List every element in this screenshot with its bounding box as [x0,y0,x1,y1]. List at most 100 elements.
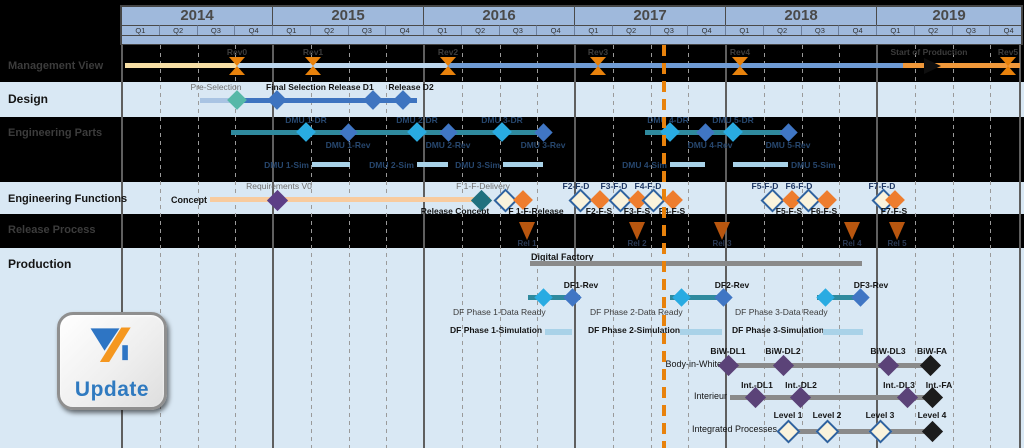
grid-line-quarter [801,45,803,448]
label-biw-dl2: BiW-DL2 [765,346,801,356]
label-rel-3: Rel 3 [712,239,732,248]
milestone-diamond [921,420,943,442]
quarter-cell: Q3 [952,25,991,35]
grid-line-quarter [952,45,954,448]
label-integrated-processes: Integrated Processes [691,424,777,434]
label-int-dl1: Int.-DL1 [741,380,773,390]
release-triangle-icon [889,222,905,240]
timeline-bar [780,429,938,434]
row-label-engineering-functions: Engineering Functions [8,193,128,205]
hourglass-milestone-icon [1000,57,1016,75]
update-logo-button[interactable]: Update [57,312,167,410]
sop-arrow-icon [924,58,941,74]
label-f7-f-d: F7-F-D [868,181,896,191]
milestone-diamond [867,418,893,444]
grid-line-quarter [612,45,614,448]
release-triangle-icon [519,222,535,240]
quarter-cell: Q1 [726,25,764,35]
label-f4-f-s: F4-F-S [658,206,686,216]
timeline-bar [670,295,730,300]
row-band-design [0,82,1024,117]
grid-line-quarter [348,45,350,448]
label-dmu-3-sim: DMU 3-Sim [455,160,500,170]
timeline-bar [545,329,572,335]
label-dmu-1-sim: DMU 1-Sim [264,160,309,170]
label-int-dl2: Int.-DL2 [785,380,817,390]
milestone-diamond [815,287,835,307]
quarter-cell: Q2 [612,25,651,35]
label-start-of-production: Start of Production [890,47,968,57]
header-bottom-strip [121,35,1022,45]
release-triangle-icon [714,222,730,240]
label-dmu-1-rev: DMU 1-Rev [325,140,371,150]
quarter-cell: Q4 [990,25,1022,35]
quarter-cell: Q1 [575,25,613,35]
quarter-cell: Q3 [197,25,236,35]
grid-line-quarter [159,45,161,448]
grid-line-quarter [914,45,916,448]
row-label-management-view: Management View [8,60,104,72]
quarter-cell: Q3 [348,25,387,35]
quarter-cell: Q1 [273,25,311,35]
timeline-bar [503,162,543,167]
release-triangle-icon [844,222,860,240]
today-marker-line [662,45,666,448]
timeline-bar [312,162,350,167]
quarter-cell: Q1 [424,25,462,35]
label-rev1: Rev1 [302,47,324,57]
label-dmu-5-rev: DMU 5-Rev [765,140,811,150]
label-f6-f-d: F6-F-D [785,181,813,191]
quarter-cell: Q4 [537,25,575,35]
label-f3-f-d: F3-F-D [600,181,628,191]
quarter-cell: Q4 [839,25,877,35]
update-logo-label: Update [74,378,150,401]
timeline-bar [417,162,448,167]
timeline-bar [823,329,863,335]
quarter-cell: Q3 [650,25,689,35]
grid-line-quarter [839,45,841,448]
timeline-bar [530,261,862,266]
label-release-concept: Release Concept [420,206,490,216]
label-rev5: Rev5 [997,47,1019,57]
timeline-bar [645,130,790,135]
label-df-phase-2-data-ready: DF Phase 2-Data Ready [590,307,683,317]
milestone-diamond [533,287,553,307]
label-biw-dl3: BiW-DL3 [870,346,906,356]
timeline-bar [210,197,490,202]
quarter-cell: Q1 [122,25,160,35]
quarter-cell: Q4 [235,25,273,35]
timeline-bar [200,98,237,103]
milestone-diamond [775,418,801,444]
label-rev0: Rev0 [226,47,248,57]
label-df-phase-1-data-ready: DF Phase 1-Data Ready [453,307,546,317]
quarter-cell: Q4 [386,25,424,35]
label-f5-f-d: F5-F-D [751,181,779,191]
label-int-fa: Int.-FA [925,380,953,390]
label-f6-f-s: F6-F-S [810,206,838,216]
grid-line-year [272,45,274,448]
grid-line-year [121,45,123,448]
label-dmu-3-dr: DMU 3-DR [481,115,523,125]
milestone-diamond [713,287,733,307]
milestone-diamond [562,287,582,307]
label-rev3: Rev3 [587,47,609,57]
timeline-bar [733,162,788,167]
grid-line-quarter [197,45,199,448]
label-dmu-5-sim: DMU 5-Sim [791,160,836,170]
grid-line-quarter [763,45,765,448]
grid-line-year [574,45,576,448]
label-dmu-2-dr: DMU 2-DR [396,115,438,125]
grid-line-quarter [461,45,463,448]
timeline-bar [725,363,935,368]
row-label-release-process: Release Process [8,224,96,236]
label-dmu-4-dr: DMU 4-DR [647,115,689,125]
label-dmu-2-sim: DMU 2-Sim [369,160,414,170]
year-cell-2015: 2015 [273,6,424,25]
label-f2-f-s: F2-F-S [585,206,613,216]
timeline-bar [237,63,448,68]
label-level-2: Level 2 [812,410,842,420]
label-dmu-2-rev: DMU 2-Rev [425,140,471,150]
quarter-cell: Q2 [763,25,802,35]
